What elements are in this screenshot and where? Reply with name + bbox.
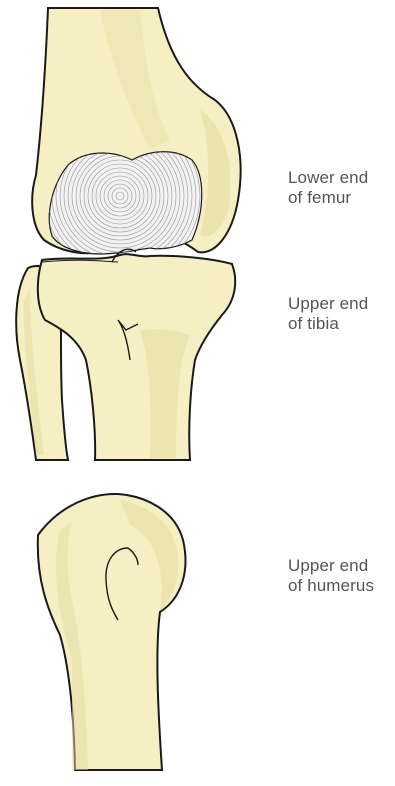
tibia-upper-end [38, 249, 235, 460]
humerus-upper-end [38, 494, 186, 770]
label-humerus-line1: Upper end [288, 556, 374, 576]
label-upper-end-of-humerus: Upper end of humerus [288, 556, 374, 596]
femur-lower-end [32, 8, 240, 254]
tibia-shape [38, 254, 235, 460]
label-tibia-line2: of tibia [288, 314, 368, 334]
label-humerus-line2: of humerus [288, 576, 374, 596]
label-upper-end-of-tibia: Upper end of tibia [288, 294, 368, 334]
label-femur-line2: of femur [288, 188, 368, 208]
label-lower-end-of-femur: Lower end of femur [288, 168, 368, 208]
label-tibia-line1: Upper end [288, 294, 368, 314]
label-femur-line1: Lower end [288, 168, 368, 188]
